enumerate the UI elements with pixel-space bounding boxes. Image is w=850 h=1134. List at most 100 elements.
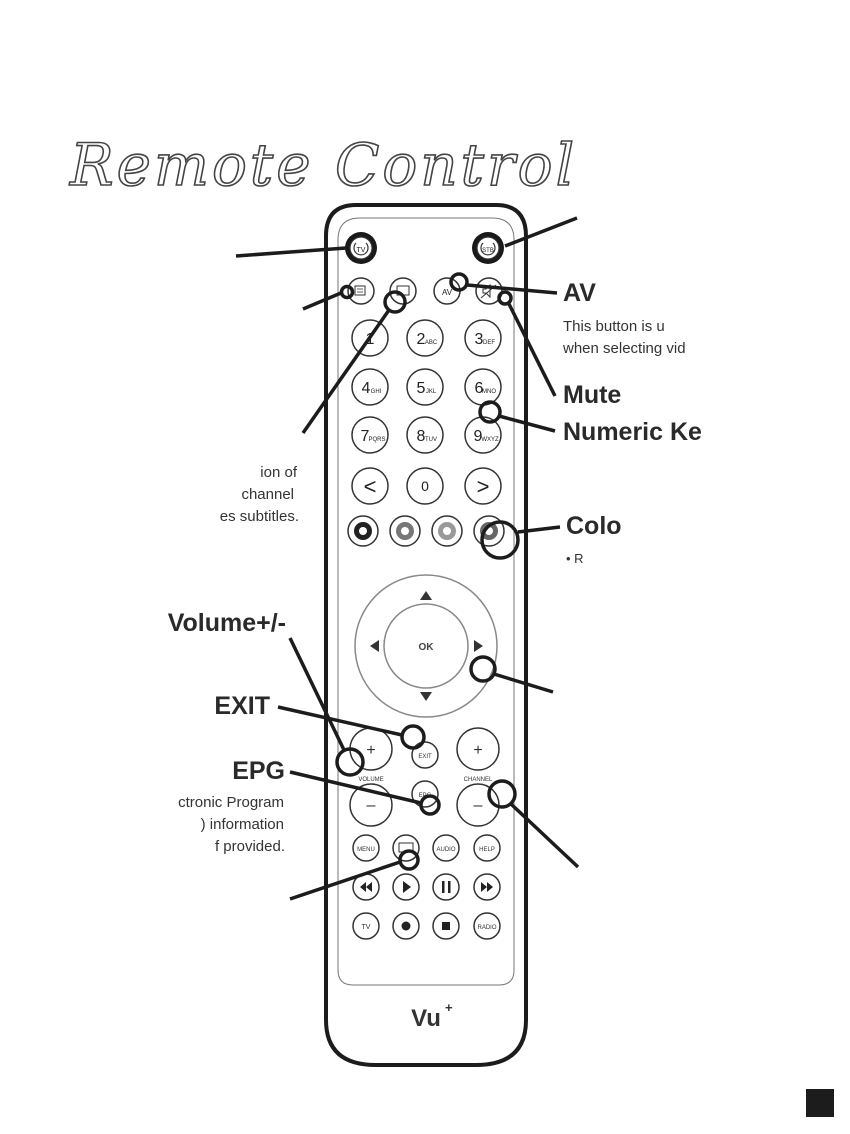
color-button-green[interactable] <box>389 515 421 547</box>
prev-label: < <box>364 474 377 499</box>
numeric-key-0[interactable]: 0 <box>406 467 444 505</box>
radio-label: RADIO <box>477 925 496 931</box>
key-digit: 9 <box>474 428 483 445</box>
color-button-yellow[interactable] <box>431 515 463 547</box>
info-button[interactable] <box>392 834 420 862</box>
record-icon <box>401 921 411 931</box>
tv-mode-label: TV <box>362 924 371 931</box>
ok-button[interactable]: OK <box>383 603 469 689</box>
callout-marker-info <box>398 849 420 871</box>
page-corner-marker <box>806 1089 834 1117</box>
numeric-key-8[interactable]: 8 TUV <box>406 416 444 454</box>
leader-line-nav <box>493 672 554 694</box>
callout-av-line-1: This button is u <box>563 318 665 335</box>
page-title: Remote Control <box>69 130 578 200</box>
callout-marker-subtitle <box>383 290 407 314</box>
leader-line-volume <box>288 637 346 751</box>
record-button[interactable] <box>392 912 420 940</box>
stb-power-button[interactable]: STB <box>472 232 504 264</box>
numeric-key-7[interactable]: 7 PQRS <box>351 416 389 454</box>
leader-line-teletext <box>302 291 342 311</box>
leader-line-color <box>517 525 561 534</box>
callout-av-line-2: when selecting vid <box>563 340 686 357</box>
rewind-button[interactable] <box>352 873 380 901</box>
key-digit: 2 <box>417 331 426 348</box>
callout-subtitle-line-2: channel <box>241 486 294 503</box>
leader-line-mute <box>507 303 557 397</box>
arrow-left-icon[interactable] <box>370 640 379 652</box>
av-button-label: AV <box>442 288 453 297</box>
leader-line-tv-power <box>235 246 347 258</box>
play-icon <box>403 881 411 893</box>
volume-up-label: + <box>366 742 375 759</box>
callout-exit-title: EXIT <box>214 692 270 720</box>
tv-mode-button[interactable]: TV <box>352 912 380 940</box>
callout-subtitle-line-1: ion of <box>260 464 297 481</box>
volume-label: VOLUME <box>358 777 383 783</box>
channel-up-button[interactable]: + <box>456 727 500 771</box>
numeric-key-5[interactable]: 5 JKL <box>406 368 444 406</box>
callout-av-title: AV <box>563 279 596 307</box>
numeric-key-9[interactable]: 9 WXYZ <box>464 416 502 454</box>
stop-icon <box>442 922 450 930</box>
callout-marker-av <box>449 272 469 292</box>
numeric-key-3[interactable]: 3 DEF <box>464 319 502 357</box>
key-digit: 5 <box>417 380 426 397</box>
key-letters: ABC <box>425 340 438 346</box>
color-button-red[interactable] <box>347 515 379 547</box>
brand-logo-plus: + <box>445 1000 453 1015</box>
tv-power-label: TV <box>357 247 366 254</box>
fast-forward-button[interactable] <box>473 873 501 901</box>
key-digit: 7 <box>361 428 370 445</box>
rewind-icon <box>360 882 372 892</box>
teletext-button[interactable] <box>347 277 375 305</box>
key-digit: 4 <box>362 380 371 397</box>
pause-button[interactable] <box>432 873 460 901</box>
brand-logo: Vu <box>411 1005 441 1032</box>
leader-line-epg <box>289 770 422 805</box>
numeric-key-2[interactable]: 2 ABC <box>406 319 444 357</box>
pause-icon-bar <box>448 881 451 893</box>
key-letters: GHI <box>371 389 382 395</box>
callout-marker-mute <box>497 290 513 306</box>
callout-marker-numeric <box>478 400 502 424</box>
key-letters: JKL <box>426 389 437 395</box>
leader-line-subtitle <box>301 308 391 435</box>
menu-label: MENU <box>357 847 375 853</box>
help-button[interactable]: HELP <box>473 834 501 862</box>
leader-line-info <box>289 860 401 901</box>
callout-marker-color <box>480 520 520 560</box>
radio-button[interactable]: RADIO <box>473 912 501 940</box>
subtitle-button[interactable] <box>389 277 417 305</box>
numeric-key-6[interactable]: 6 MNO <box>464 368 502 406</box>
remote-panel-outline <box>337 217 515 986</box>
callout-subtitle-line-3: es subtitles. <box>219 508 299 525</box>
prev-button[interactable]: < <box>351 467 389 505</box>
leader-line-channel <box>509 802 580 869</box>
key-digit: 3 <box>475 331 484 348</box>
leader-line-stb-power <box>504 216 578 248</box>
callout-marker-epg <box>419 794 441 816</box>
help-label: HELP <box>479 847 495 853</box>
stop-button[interactable] <box>432 912 460 940</box>
key-letters: TUV <box>425 437 437 443</box>
play-button[interactable] <box>392 873 420 901</box>
callout-epg-line-1: ctronic Program <box>178 794 284 811</box>
key-digit: 0 <box>421 478 429 494</box>
key-letters: MNO <box>482 389 496 395</box>
menu-button[interactable]: MENU <box>352 834 380 862</box>
pause-icon <box>442 881 445 893</box>
tv-power-button[interactable]: TV <box>345 232 377 264</box>
arrow-down-icon[interactable] <box>420 692 432 701</box>
next-button[interactable]: > <box>464 467 502 505</box>
channel-down-label: – <box>474 797 483 814</box>
key-letters: PQRS <box>368 437 385 443</box>
callout-epg-line-2: ) information <box>200 816 284 833</box>
arrow-right-icon[interactable] <box>474 640 483 652</box>
callout-marker-exit <box>400 724 426 750</box>
arrow-up-icon[interactable] <box>420 591 432 600</box>
callout-epg-line-3: f provided. <box>214 838 285 855</box>
audio-button[interactable]: AUDIO <box>432 834 460 862</box>
numeric-key-4[interactable]: 4 GHI <box>351 368 389 406</box>
